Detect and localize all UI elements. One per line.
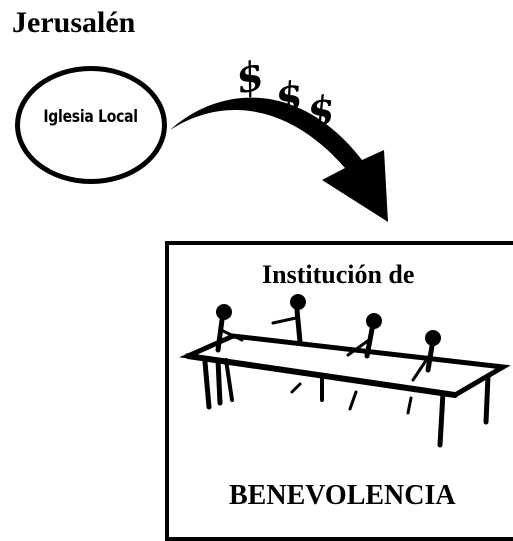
local-church-label: Iglesia Local [43, 107, 139, 127]
flow-arrow [170, 97, 388, 222]
institution-subtitle: BENEVOLENCIA [229, 480, 456, 511]
local-church-circle: Iglesia Local [15, 66, 167, 184]
diagram-title: Jerusalén [12, 6, 136, 39]
diagram-graphics [170, 97, 511, 448]
meeting-illustration [179, 294, 511, 448]
institution-title: Institución de [262, 260, 415, 289]
